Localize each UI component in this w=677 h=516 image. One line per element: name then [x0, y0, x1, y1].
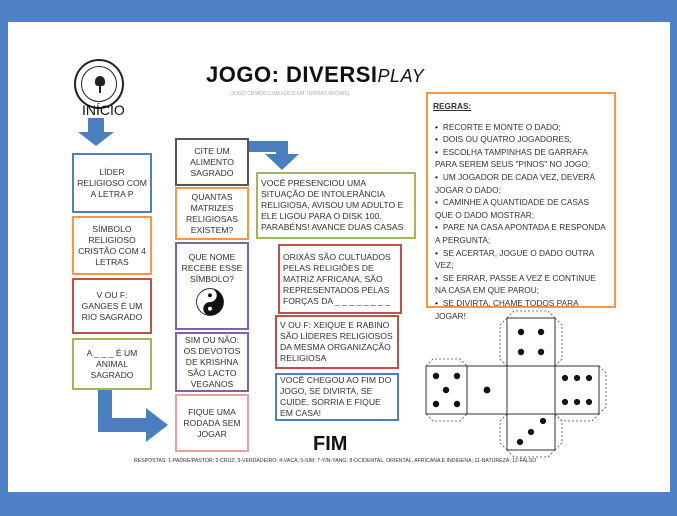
die-face-blank	[506, 365, 556, 415]
space-9: FIQUE UMA RODADA SEM JOGAR	[175, 394, 249, 452]
space-8: SIM OU NÃO: OS DEVOTOS DE KRISHNA SÃO LA…	[175, 332, 249, 392]
rule-item: •UM JOGADOR DE CADA VEZ, DEVERÁ JOGAR O …	[435, 171, 596, 195]
rule-item: •SE ERRAR, PASSE A VEZ E CONTINUE NA CAS…	[435, 272, 596, 296]
path-arrows	[78, 118, 299, 442]
die-face-4	[506, 317, 556, 367]
space-11: ORIXÁS SÃO CULTUADOS PELAS RELIGIÕES DE …	[278, 244, 402, 314]
rules-panel: REGRAS: •RECORTE E MONTE O DADO; •DOIS O…	[426, 92, 616, 321]
die-face-6	[554, 365, 600, 415]
rule-item: •ESCOLHA TAMPINHAS DE GARRAFA PARA SEREM…	[435, 146, 591, 170]
rule-item: •SE DIVIRTA, CHAME TODOS PARA JOGAR!	[435, 297, 579, 321]
space-3: V OU F: GANGES É UM RIO SAGRADO	[72, 278, 152, 334]
die-face-5	[425, 365, 468, 415]
rule-item: •RECORTE E MONTE O DADO;	[435, 121, 561, 132]
game-subtitle: (JOGO CRIADO COM FOCO EM TURMAS INICIAIS…	[230, 91, 350, 97]
space-6: QUANTAS MATRIZES RELIGIOSAS EXISTEM?	[175, 187, 249, 240]
answers-line: RESPOSTAS: 1-PADRE/PASTOR; 2-CRUZ; 3-VER…	[134, 458, 537, 464]
start-label: INÍCIO	[82, 102, 125, 118]
rule-item: •PARE NA CASA APONTADA E RESPONDA A PERG…	[435, 222, 606, 245]
rules-title: REGRAS:	[433, 101, 472, 111]
die-net-icon	[425, 310, 607, 458]
game-sheet: INÍCIO JOGO: DIVERSIPLAY (JOGO CRIADO CO…	[8, 22, 670, 492]
bend-arrow-icon-2	[249, 141, 299, 170]
game-title: JOGO: DIVERSIPLAY	[206, 62, 425, 87]
bend-arrow-icon	[98, 390, 168, 442]
rule-item: •SE ACERTAR, JOGUE O DADO OUTRA VEZ;	[435, 247, 594, 271]
space-4: A _ _ _ É UM ANIMAL SAGRADO	[72, 338, 152, 390]
space-1: LÍDER RELIGIOSO COM A LETRA P	[72, 153, 152, 213]
space-12: V OU F: XEIQUE E RABINO SÃO LÍDERES RELI…	[275, 315, 399, 369]
rule-item: •CAMINHE A QUANTIDADE DE CASAS QUE O DAD…	[435, 197, 590, 220]
rule-item: •DOIS OU QUATRO JOGADORES;	[435, 134, 572, 145]
space-10: VOCÊ PRESENCIOU UMA SITUAÇÃO DE INTOLERÂ…	[256, 172, 416, 239]
rules-list: •RECORTE E MONTE O DADO; •DOIS OU QUATRO…	[433, 121, 609, 323]
space-13: VOCÊ CHEGOU AO FIM DO JOGO, SE DIVIRTA, …	[275, 373, 399, 421]
space-5: CITE UM ALIMENTO SAGRADO	[175, 138, 249, 186]
school-seal-icon	[74, 59, 124, 109]
die-tabs	[425, 310, 607, 458]
yin-yang-icon	[196, 288, 224, 316]
end-label: FIM	[313, 433, 348, 455]
down-arrow-icon	[78, 118, 114, 146]
space-2: SÍMBOLO RELIGIOSO CRISTÃO COM 4 LETRAS	[72, 216, 152, 275]
